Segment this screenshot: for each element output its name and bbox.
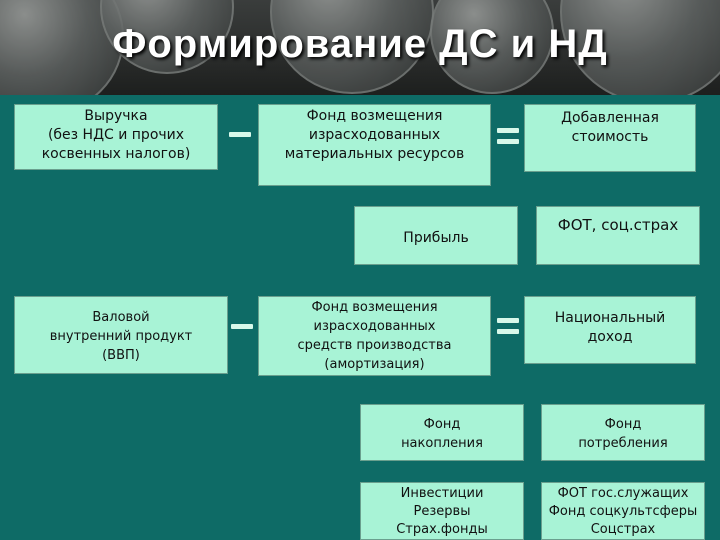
- accumulation-fund-box: Фонд накопления: [360, 404, 524, 461]
- added-value-line-2: стоимость: [571, 129, 649, 145]
- public-payroll-box: ФОТ гос.служащих Фонд соцкультсферы Соцс…: [541, 482, 705, 540]
- material-fund-line-2: израсходованных: [308, 127, 441, 143]
- added-value-line-1: Добавленная: [561, 110, 659, 126]
- public-payroll-line-1: ФОТ гос.служащих: [557, 486, 689, 501]
- national-income-line-1: Национальный: [554, 310, 666, 326]
- depreciation-line-2: израсходованных: [313, 319, 436, 334]
- depreciation-line-3: средств производства: [297, 338, 452, 353]
- investments-line-2: Резервы: [413, 504, 471, 519]
- investments-line-1: Инвестиции: [400, 486, 484, 501]
- payroll-box: ФОТ, соц.страх: [536, 206, 700, 265]
- public-payroll-line-2: Фонд соцкультсферы: [548, 504, 698, 519]
- page-title: Формирование ДС и НД: [112, 22, 608, 66]
- material-fund-box: Фонд возмещения израсходованных материал…: [258, 104, 491, 186]
- gdp-line-1: Валовой: [92, 310, 150, 325]
- revenue-box: Выручка (без НДС и прочих косвенных нало…: [14, 104, 218, 170]
- gdp-box: Валовой внутренний продукт (ВВП): [14, 296, 228, 374]
- public-payroll-line-3: Соцстрах: [590, 522, 656, 537]
- profit-label: Прибыль: [403, 230, 469, 246]
- added-value-box: Добавленная стоимость: [524, 104, 696, 172]
- depreciation-line-4: (амортизация): [324, 357, 425, 372]
- payroll-label: ФОТ, соц.страх: [557, 216, 679, 234]
- consumption-line-1: Фонд: [604, 417, 642, 432]
- equals-operator-top: [497, 128, 519, 133]
- header-coin-photo: Формирование ДС и НД: [0, 0, 720, 95]
- minus-operator: [229, 132, 251, 137]
- equals-operator-bottom: [497, 139, 519, 144]
- depreciation-line-1: Фонд возмещения: [311, 300, 438, 315]
- equals-operator-bottom: [497, 329, 519, 334]
- gdp-line-3: (ВВП): [102, 348, 140, 363]
- profit-box: Прибыль: [354, 206, 518, 265]
- material-fund-line-1: Фонд возмещения: [306, 108, 443, 124]
- accumulation-line-2: накопления: [401, 436, 483, 451]
- gdp-line-2: внутренний продукт: [49, 329, 193, 344]
- material-fund-line-3: материальных ресурсов: [284, 146, 465, 162]
- equals-operator-top: [497, 318, 519, 323]
- consumption-line-2: потребления: [578, 436, 668, 451]
- accumulation-line-1: Фонд: [423, 417, 461, 432]
- revenue-line-2: (без НДС и прочих: [47, 127, 185, 143]
- national-income-line-2: доход: [587, 329, 633, 345]
- revenue-line-1: Выручка: [84, 108, 148, 124]
- depreciation-fund-box: Фонд возмещения израсходованных средств …: [258, 296, 491, 376]
- revenue-line-3: косвенных налогов): [41, 146, 191, 162]
- minus-operator: [231, 324, 253, 329]
- national-income-box: Национальный доход: [524, 296, 696, 364]
- consumption-fund-box: Фонд потребления: [541, 404, 705, 461]
- investments-box: Инвестиции Резервы Страх.фонды: [360, 482, 524, 540]
- investments-line-3: Страх.фонды: [396, 522, 488, 537]
